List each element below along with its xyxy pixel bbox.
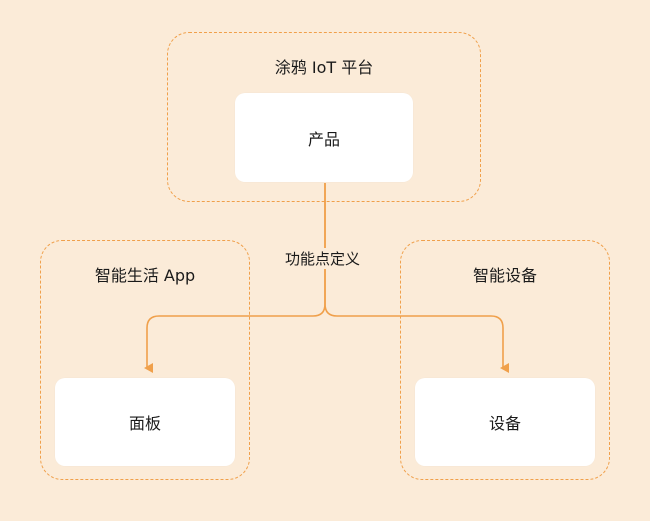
group-title-smart-life-app: 智能生活 App [94, 266, 196, 285]
group-smart-life-app: 智能生活 App [40, 240, 250, 480]
edge-product-to-device [324, 183, 509, 373]
node-product-label: 产品 [307, 129, 340, 149]
edge-label-definition: 功能点定义 [283, 248, 363, 269]
node-product: 产品 [235, 93, 413, 182]
group-title-iot-platform: 涂鸦 IoT 平台 [274, 58, 374, 77]
node-device: 设备 [415, 378, 595, 466]
node-device-label: 设备 [488, 414, 521, 433]
group-iot-platform: 涂鸦 IoT 平台 [167, 32, 481, 202]
group-smart-device: 智能设备 [400, 240, 610, 480]
group-title-smart-device: 智能设备 [472, 266, 537, 285]
edge-product-to-panel [144, 183, 326, 373]
node-panel-label: 面板 [128, 414, 161, 433]
node-panel: 面板 [55, 378, 235, 466]
